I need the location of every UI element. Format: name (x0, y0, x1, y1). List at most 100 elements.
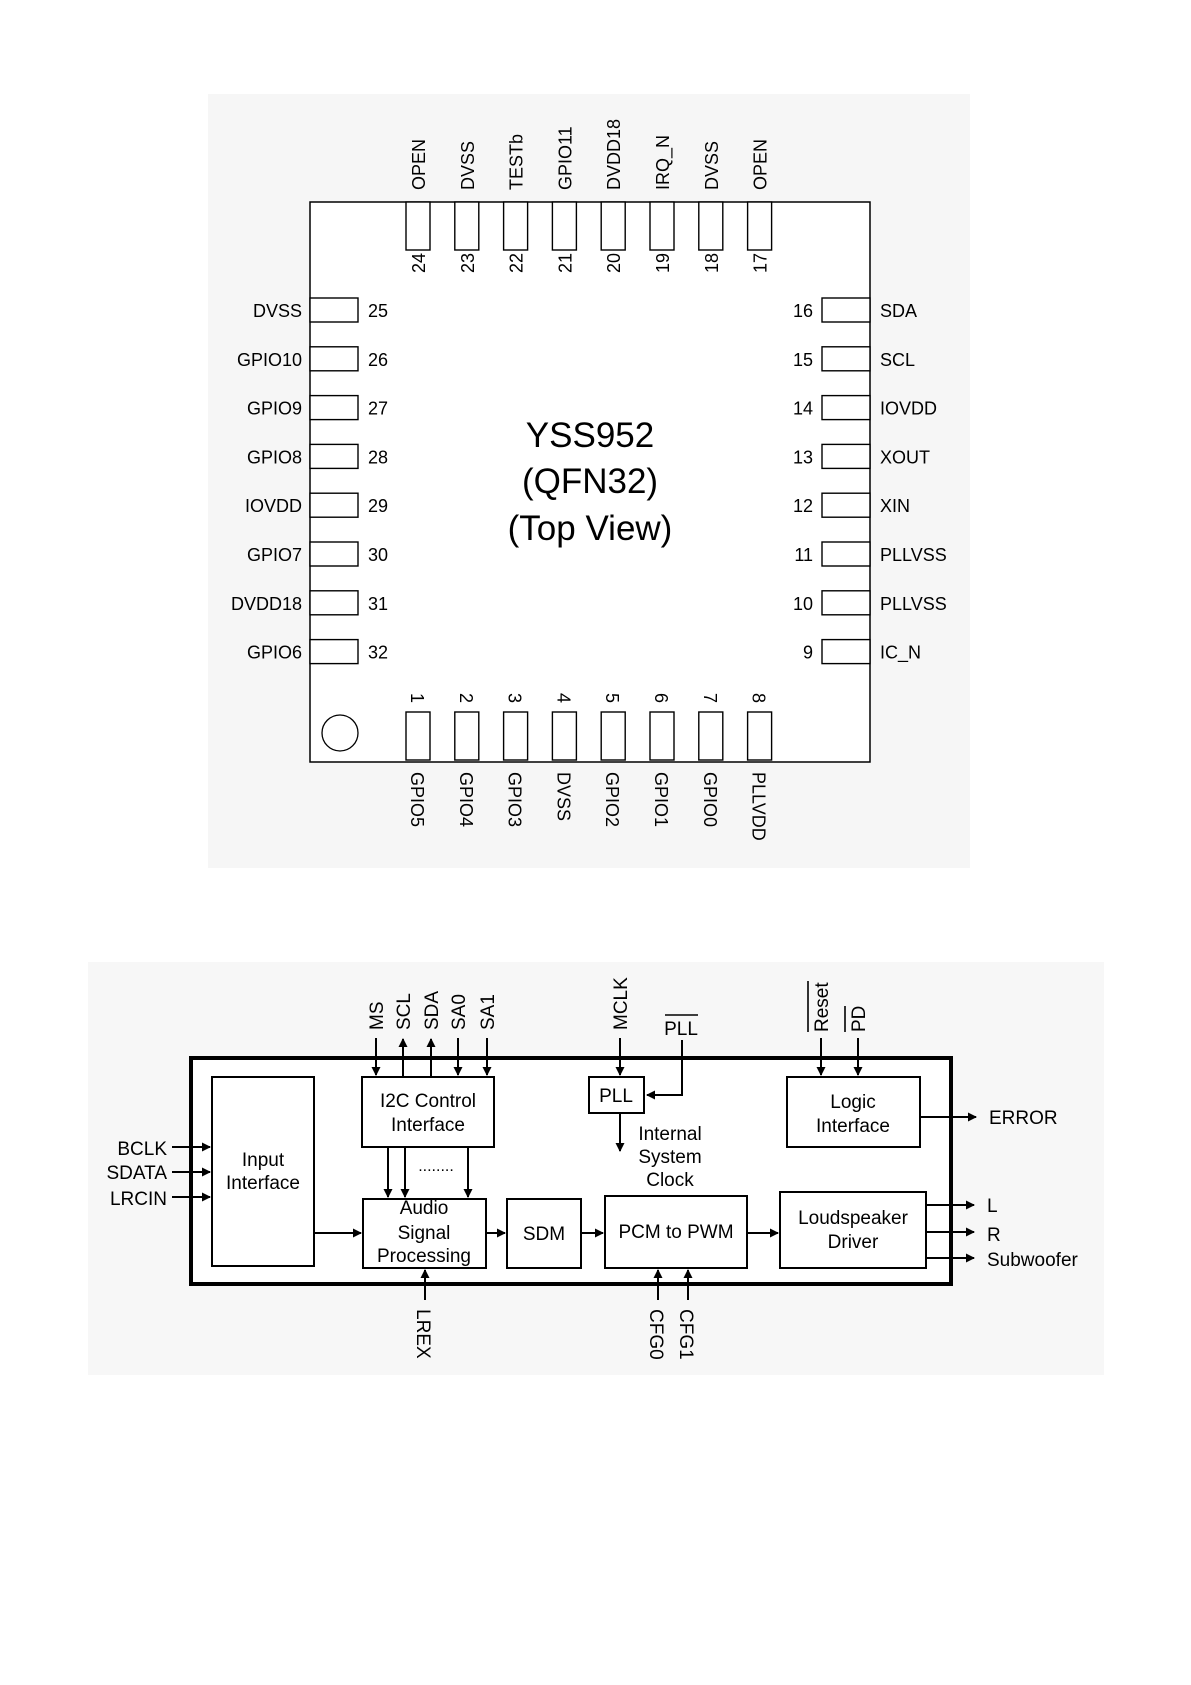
pin-number: 7 (700, 693, 720, 703)
asp-label-1: Audio (400, 1198, 449, 1219)
mclk-label: MCLK (611, 977, 632, 1030)
audio-signal-processing-block: Audio Signal Processing (362, 1198, 487, 1269)
pin-number: 29 (368, 496, 388, 516)
internal-clock-label-1: Internal (638, 1124, 701, 1145)
pins-bottom: 1GPIO52GPIO43GPIO34DVSS5GPIO26GPIO17GPIO… (405, 693, 773, 841)
pin-pad (454, 711, 480, 761)
clock-section: MCLK PLL Internal System Clock (611, 977, 702, 1191)
pin-number: 3 (505, 693, 525, 703)
i2c-control-label-2: Interface (391, 1115, 465, 1136)
pin-pad (821, 492, 871, 518)
asp-label-3: Processing (377, 1246, 471, 1267)
pin-name: PLLVDD (749, 772, 769, 841)
pin-name: GPIO1 (651, 772, 671, 827)
pin-name: GPIO8 (247, 447, 302, 467)
pin-pad (551, 711, 578, 761)
pin-pad (821, 297, 871, 323)
input-label-lrcin: LRCIN (110, 1189, 167, 1210)
pin-pad (405, 711, 431, 761)
pin-name: DVDD18 (231, 594, 302, 614)
pin-name: GPIO11 (555, 126, 575, 190)
pin-name: DVSS (253, 301, 302, 321)
pin-number: 22 (507, 253, 527, 273)
pin-number: 25 (368, 301, 388, 321)
pin-name: DVSS (458, 141, 478, 190)
pin-number: 20 (604, 253, 624, 273)
pin-19: 19 IRQ_N (649, 135, 675, 273)
pin-pad (649, 711, 675, 761)
i2c-signal-sa0: SA0 (449, 994, 470, 1030)
pin-number: 1 (407, 693, 427, 703)
pin-name: DVSS (702, 141, 722, 190)
input-interface-label-1: Input (242, 1150, 285, 1171)
bottom-inputs: LREX CFG0 CFG1 (412, 1269, 696, 1360)
input-interface-block: Input Interface (211, 1076, 315, 1267)
lrex-label: LREX (412, 1309, 433, 1359)
pll-n-label: PLL (664, 1019, 698, 1040)
pin-name: SDA (880, 301, 917, 321)
loudspeaker-driver-label-1: Loudspeaker (798, 1208, 909, 1229)
pin-pad (821, 346, 871, 372)
pin-pad (551, 201, 578, 251)
asp-label-2: Signal (398, 1223, 451, 1244)
pin-number: 28 (368, 447, 388, 467)
pin-number: 9 (803, 643, 813, 663)
left-inputs: BCLK SDATA LRCIN (106, 1139, 211, 1210)
pin-number: 19 (653, 253, 673, 273)
i2c-signal-ms: MS (367, 1002, 388, 1031)
pin-name: IRQ_N (653, 135, 674, 190)
pin-number: 23 (458, 253, 478, 273)
pin-name: GPIO6 (247, 643, 302, 663)
pin-name: PLLVSS (880, 594, 947, 614)
pin-number: 2 (456, 693, 476, 703)
pll-block-label: PLL (599, 1086, 633, 1107)
pin-number: 15 (793, 350, 813, 370)
output-label-r: R (987, 1225, 1001, 1246)
pin-number: 32 (368, 643, 388, 663)
pin-32: 32 GPIO6 (247, 638, 388, 665)
pin-name: GPIO3 (505, 772, 525, 827)
pin-pad (502, 201, 529, 251)
pin-pad (309, 346, 359, 372)
i2c-control-block: I2C Control Interface (361, 1076, 495, 1148)
chip-view: (Top View) (508, 509, 673, 548)
pin-25: 25 DVSS (253, 297, 388, 323)
sdm-label: SDM (523, 1224, 565, 1245)
pin-pad (309, 541, 359, 567)
pin-pad (405, 201, 431, 251)
reset-n-label: Reset (812, 982, 833, 1032)
pin-name: IOVDD (880, 399, 937, 419)
pin-pad (649, 201, 675, 251)
pin-name: GPIO0 (700, 772, 720, 827)
pin-name: GPIO5 (407, 772, 427, 827)
loudspeaker-driver-label-2: Driver (828, 1232, 879, 1253)
logic-interface-block: Logic Interface (786, 1076, 921, 1148)
pin-number: 14 (793, 399, 813, 419)
pin-name: GPIO10 (237, 350, 302, 370)
pin-pad (821, 443, 871, 470)
pinout-figure: YSS952 (QFN32) (Top View) 24OPEN23DVSS22… (208, 94, 970, 868)
chip-name: YSS952 (526, 416, 654, 455)
chip-body (309, 201, 871, 763)
output-label-l: L (987, 1196, 998, 1217)
pin-pad (746, 201, 773, 251)
pin-pad (821, 541, 871, 567)
